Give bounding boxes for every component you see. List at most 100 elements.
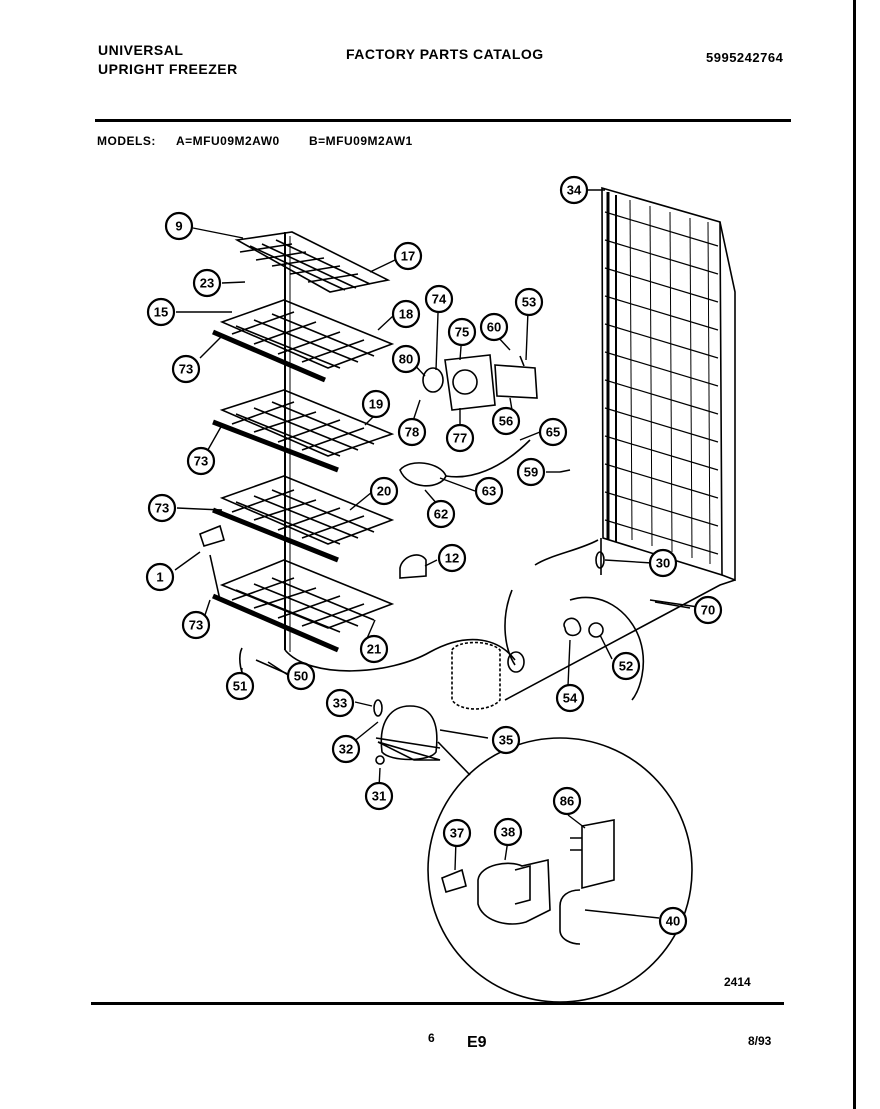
callout-23: 23 xyxy=(192,268,222,298)
svg-text:80: 80 xyxy=(399,352,413,367)
svg-text:59: 59 xyxy=(524,465,538,480)
evaporator-panel-drawing xyxy=(601,186,736,582)
svg-text:38: 38 xyxy=(501,825,515,840)
svg-text:73: 73 xyxy=(194,454,208,469)
callout-19: 19 xyxy=(361,389,391,419)
callout-34: 34 xyxy=(559,175,589,205)
svg-text:15: 15 xyxy=(154,305,168,320)
catalog-date: 8/93 xyxy=(748,1034,772,1048)
callout-77: 77 xyxy=(445,423,475,453)
catalog-number: 5995242764 xyxy=(706,50,784,65)
header-rule xyxy=(95,119,791,122)
callout-73: 73 xyxy=(147,493,177,523)
callout-21: 21 xyxy=(359,634,389,664)
svg-text:56: 56 xyxy=(499,414,513,429)
callout-51: 51 xyxy=(225,671,255,701)
control-cluster-drawing xyxy=(399,354,538,487)
callout-17: 17 xyxy=(393,241,423,271)
callout-86: 86 xyxy=(552,786,582,816)
svg-text:60: 60 xyxy=(487,320,501,335)
svg-text:12: 12 xyxy=(445,551,459,566)
svg-text:54: 54 xyxy=(563,691,578,706)
svg-text:9: 9 xyxy=(175,219,182,234)
svg-text:40: 40 xyxy=(666,914,680,929)
callout-15: 15 xyxy=(146,297,176,327)
small-parts-drawing xyxy=(199,469,605,765)
svg-text:20: 20 xyxy=(377,484,391,499)
svg-text:35: 35 xyxy=(499,733,513,748)
svg-text:17: 17 xyxy=(401,249,415,264)
leader-lines xyxy=(174,189,691,919)
svg-text:53: 53 xyxy=(522,295,536,310)
svg-text:31: 31 xyxy=(372,789,386,804)
callout-73: 73 xyxy=(181,610,211,640)
callout-31: 31 xyxy=(364,781,394,811)
callout-70: 70 xyxy=(693,595,723,625)
svg-text:62: 62 xyxy=(434,507,448,522)
callout-18: 18 xyxy=(391,299,421,329)
callout-38: 38 xyxy=(493,817,523,847)
callout-35: 35 xyxy=(491,725,521,755)
shelves-drawing xyxy=(212,231,395,653)
callout-73: 73 xyxy=(186,446,216,476)
detail-inset-drawing xyxy=(427,737,693,1003)
svg-text:86: 86 xyxy=(560,794,574,809)
callout-12: 12 xyxy=(437,543,467,573)
svg-text:23: 23 xyxy=(200,276,214,291)
callout-80: 80 xyxy=(391,344,421,374)
svg-text:37: 37 xyxy=(450,826,464,841)
section-code: E9 xyxy=(467,1034,487,1051)
svg-text:52: 52 xyxy=(619,659,633,674)
svg-text:50: 50 xyxy=(294,669,308,684)
svg-text:30: 30 xyxy=(656,556,670,571)
svg-text:18: 18 xyxy=(399,307,413,322)
callout-59: 59 xyxy=(516,457,546,487)
svg-text:75: 75 xyxy=(455,325,469,340)
svg-text:21: 21 xyxy=(367,642,381,657)
page-border-right xyxy=(853,0,856,1109)
callout-37: 37 xyxy=(442,818,472,848)
callout-65: 65 xyxy=(538,417,568,447)
callout-78: 78 xyxy=(397,417,427,447)
model-a: A=MFU09M2AW0 xyxy=(176,134,280,148)
svg-text:33: 33 xyxy=(333,696,347,711)
callout-9: 9 xyxy=(164,211,194,241)
catalog-title: FACTORY PARTS CATALOG xyxy=(346,46,544,62)
svg-text:1: 1 xyxy=(156,570,163,585)
svg-text:51: 51 xyxy=(233,679,247,694)
callout-33: 33 xyxy=(325,688,355,718)
footer-rule xyxy=(91,1002,784,1005)
callout-40: 40 xyxy=(658,906,688,936)
callout-1: 1 xyxy=(145,562,175,592)
callout-30: 30 xyxy=(648,548,678,578)
callout-20: 20 xyxy=(369,476,399,506)
callout-56: 56 xyxy=(491,406,521,436)
models-label: MODELS: xyxy=(97,134,156,148)
brand-line-1: UNIVERSAL xyxy=(98,42,184,58)
callout-63: 63 xyxy=(474,476,504,506)
compressor-drawing xyxy=(373,641,525,776)
svg-text:73: 73 xyxy=(189,618,203,633)
model-b: B=MFU09M2AW1 xyxy=(309,134,413,148)
svg-text:77: 77 xyxy=(453,431,467,446)
brand-line-2: UPRIGHT FREEZER xyxy=(98,61,238,77)
svg-text:63: 63 xyxy=(482,484,496,499)
svg-text:34: 34 xyxy=(567,183,582,198)
svg-text:73: 73 xyxy=(155,501,169,516)
svg-text:78: 78 xyxy=(405,425,419,440)
page-number: 6 xyxy=(428,1031,435,1045)
drawing-number: 2414 xyxy=(724,975,751,989)
callout-52: 52 xyxy=(611,651,641,681)
svg-text:74: 74 xyxy=(432,292,447,307)
svg-text:32: 32 xyxy=(339,742,353,757)
callout-54: 54 xyxy=(555,683,585,713)
callout-32: 32 xyxy=(331,734,361,764)
svg-text:19: 19 xyxy=(369,397,383,412)
callout-73: 73 xyxy=(171,354,201,384)
svg-text:73: 73 xyxy=(179,362,193,377)
callout-62: 62 xyxy=(426,499,456,529)
svg-text:65: 65 xyxy=(546,425,560,440)
callout-74: 74 xyxy=(424,284,454,314)
svg-text:70: 70 xyxy=(701,603,715,618)
